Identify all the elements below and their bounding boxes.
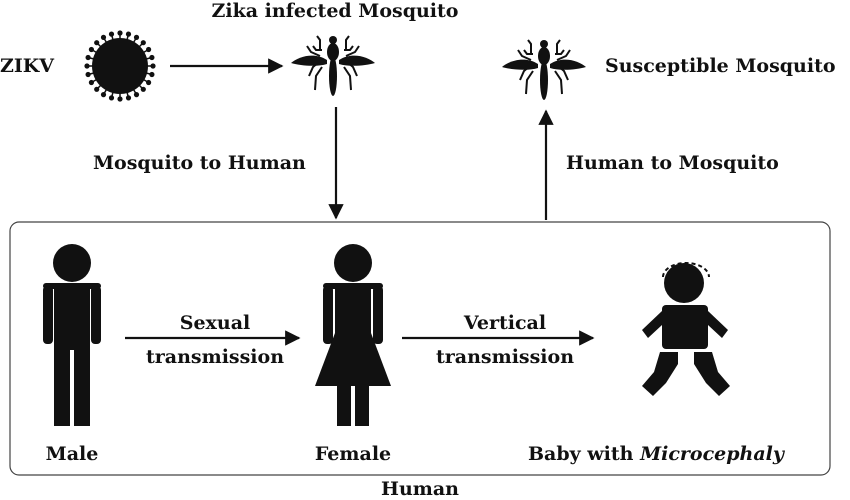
- zikv-label: ZIKV: [0, 55, 55, 77]
- susceptible-mosquito-label: Susceptible Mosquito: [605, 55, 836, 77]
- mosquito-to-human-label: Mosquito to Human: [93, 152, 306, 174]
- sexual-label-line2: transmission: [145, 346, 285, 368]
- susceptible-mosquito-icon: [501, 39, 587, 101]
- vertical-label-line2: transmission: [435, 346, 575, 368]
- virus-icon: [84, 30, 156, 102]
- sexual-label-line1: Sexual: [179, 312, 251, 334]
- infected-mosquito-icon: [290, 35, 376, 97]
- baby-label-prefix: Baby with: [528, 443, 641, 465]
- vertical-label-line1: Vertical: [463, 312, 547, 334]
- male-figure-icon: [43, 244, 101, 426]
- baby-label: Baby with Microcephaly: [528, 443, 784, 465]
- human-compartment-box: [9, 221, 831, 476]
- human-box-label: Human: [381, 478, 459, 500]
- female-label: Female: [314, 443, 392, 465]
- human-to-mosquito-label: Human to Mosquito: [566, 152, 779, 174]
- baby-label-condition: Microcephaly: [640, 443, 784, 465]
- baby-figure-icon: [642, 262, 730, 396]
- infected-mosquito-label: Zika infected Mosquito: [211, 0, 459, 22]
- male-label: Male: [45, 443, 99, 465]
- female-figure-icon: [315, 244, 391, 426]
